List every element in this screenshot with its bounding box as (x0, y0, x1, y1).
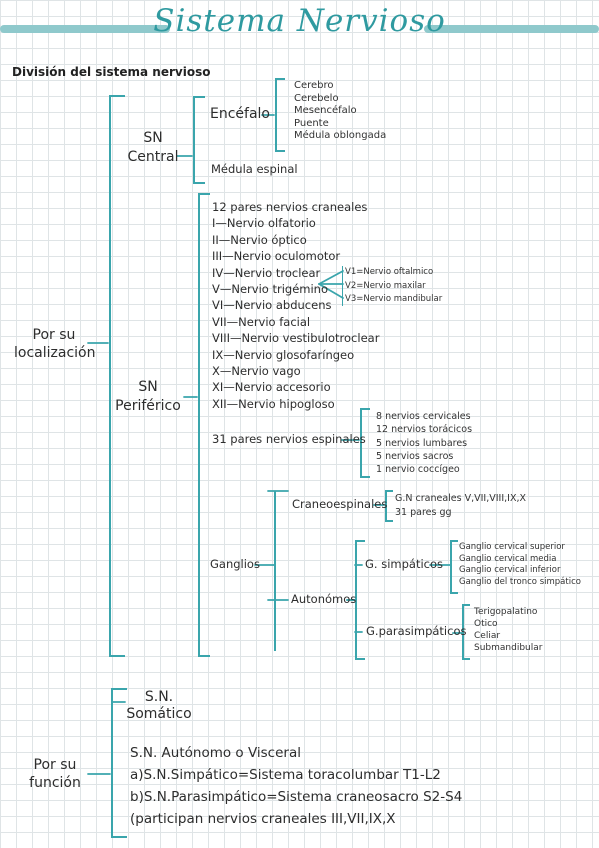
craneal-item: VIII—Nervio vestibulotroclear (212, 331, 380, 346)
craneal-item: XII—Nervio hipogloso (212, 396, 335, 411)
bracket-autonomos (355, 540, 365, 660)
bracket-sn-central (193, 96, 205, 184)
espinal-item: 1 nervio coccígeo (376, 464, 460, 476)
craneal-item: IV—Nervio troclear (212, 265, 321, 280)
trigemino-rama: V3=Nervio mandibular (345, 294, 443, 304)
localizacion-label-line1: Por su (32, 327, 76, 343)
title-band-left (0, 25, 170, 33)
bracket-ganglios (274, 491, 286, 651)
simpatico-item: Ganglio cervical media (459, 553, 557, 564)
craneal-item: VII—Nervio facial (212, 314, 311, 329)
parasimpatico-item: Submandibular (474, 643, 543, 653)
sn-periferico-line2: Periférico (115, 398, 181, 414)
craneoespinales-list: G.N craneales V,VII,VIII,IX,X 31 pares g… (395, 492, 526, 520)
encefalo-list: Cerebro Cerebelo Mesencéfalo Puente Médu… (294, 80, 386, 143)
somatico-line2: Somático (126, 706, 192, 722)
encefalo-item: Médula oblongada (294, 130, 387, 141)
bracket-parasimpaticos (462, 604, 470, 660)
craneoespinal-item: G.N craneales V,VII,VIII,IX,X (395, 493, 527, 504)
bracket-trigemino (342, 266, 343, 306)
medula-label: Médula espinal (211, 162, 298, 176)
craneoespinal-item: 31 pares gg (395, 507, 452, 518)
autonomos-label: Autonómos (291, 592, 357, 606)
sn-central-label: SN Central (122, 129, 184, 167)
localizacion-label-line2: localización (14, 345, 96, 361)
encefalo-item: Cerebro (294, 80, 334, 91)
craneales-header: 12 pares nervios craneales (212, 200, 368, 214)
craneales-list: 12 pares nervios craneales I—Nervio olfa… (212, 199, 379, 412)
bracket-craneoespinales (385, 490, 393, 522)
parasimpatico-item: Terigopalatino (474, 607, 538, 617)
trigemino-rama: V1=Nervio oftalmico (345, 267, 434, 277)
espinales-list: 8 nervios cervicales 12 nervios torácico… (376, 410, 472, 476)
bracket-sn-periferico (198, 193, 210, 657)
funcion-label: Por su función (22, 756, 88, 792)
sn-periferico-label: SN Periférico (110, 378, 186, 416)
craneal-item: VI—Nervio abducens (212, 298, 332, 313)
nota-line: (participan nervios craneales III,VII,IX… (130, 811, 396, 827)
bracket-encefalo (275, 78, 285, 152)
encefalo-item: Puente (294, 117, 329, 129)
trigemino-rama: V2=Nervio maxilar (345, 280, 426, 291)
parasimpatico-item: Celiar (474, 631, 501, 641)
simpatico-line: a)S.N.Simpático=Sistema toracolumbar T1-… (130, 767, 441, 783)
espinales-header: 31 pares nervios espinales (212, 432, 366, 446)
craneal-item: X—Nervio vago (212, 364, 301, 379)
simpaticos-list: Ganglio cervical superior Ganglio cervic… (459, 542, 581, 588)
parasimpatico-item: Otico (474, 619, 498, 629)
somatico-label: S.N. Somático (124, 689, 194, 723)
craneal-item: I—Nervio olfatorio (212, 216, 316, 231)
parasimpaticos-label: G.parasimpáticos (366, 624, 467, 638)
autonomo-line: S.N. Autónomo o Visceral (130, 745, 301, 761)
encefalo-item: Mesencéfalo (294, 105, 357, 116)
espinal-item: 5 nervios sacros (376, 450, 454, 462)
craneal-item: III—Nervio oculomotor (212, 249, 341, 264)
localizacion-label: Por su localización (14, 326, 96, 362)
page-title: Sistema Nervioso (153, 3, 446, 39)
bracket-localizacion (109, 95, 125, 657)
craneal-item: IX—Nervio glosofaríngeo (212, 347, 355, 362)
funcion-label-line1: Por su (33, 757, 77, 773)
espinal-item: 12 nervios torácicos (376, 424, 473, 436)
craneal-item: XI—Nervio accesorio (212, 380, 331, 395)
espinal-item: 8 nervios cervicales (376, 411, 471, 422)
craneoespinales-label: Craneoespinales (292, 497, 388, 511)
funcion-label-line2: función (29, 775, 81, 791)
encefalo-item: Cerebelo (294, 92, 339, 104)
title-band-right (424, 25, 599, 33)
sn-periferico-line1: SN (138, 379, 158, 395)
bracket-espinales (360, 408, 370, 478)
bracket-funcion (111, 688, 127, 838)
simpatico-item: Ganglio del tronco simpático (459, 576, 581, 587)
funcion-list: S.N. Autónomo o Visceral a)S.N.Simpático… (130, 742, 462, 830)
bracket-simpaticos (450, 540, 458, 594)
simpatico-item: Ganglio cervical inferior (459, 565, 561, 576)
parasimpatico-line: b)S.N.Parasimpático=Sistema craneosacro … (130, 789, 463, 805)
encefalo-label: Encéfalo (210, 106, 270, 122)
section-title: División del sistema nervioso (12, 65, 211, 79)
sn-central-line2: Central (127, 149, 179, 165)
simpaticos-label: G. simpáticos (365, 557, 444, 571)
ganglios-label: Ganglios (210, 557, 260, 571)
somatico-line1: S.N. (144, 689, 174, 705)
simpatico-item: Ganglio cervical superior (459, 542, 565, 552)
craneal-item: II—Nervio óptico (212, 232, 307, 247)
espinal-item: 5 nervios lumbares (376, 437, 468, 449)
trigemino-ramas: V1=Nervio oftalmico V2=Nervio maxilar V3… (345, 266, 442, 307)
craneal-item: V—Nervio trigémino (212, 282, 328, 297)
parasimpaticos-list: Terigopalatino Otico Celiar Submandibula… (474, 606, 542, 654)
sn-central-line1: SN (143, 130, 163, 146)
